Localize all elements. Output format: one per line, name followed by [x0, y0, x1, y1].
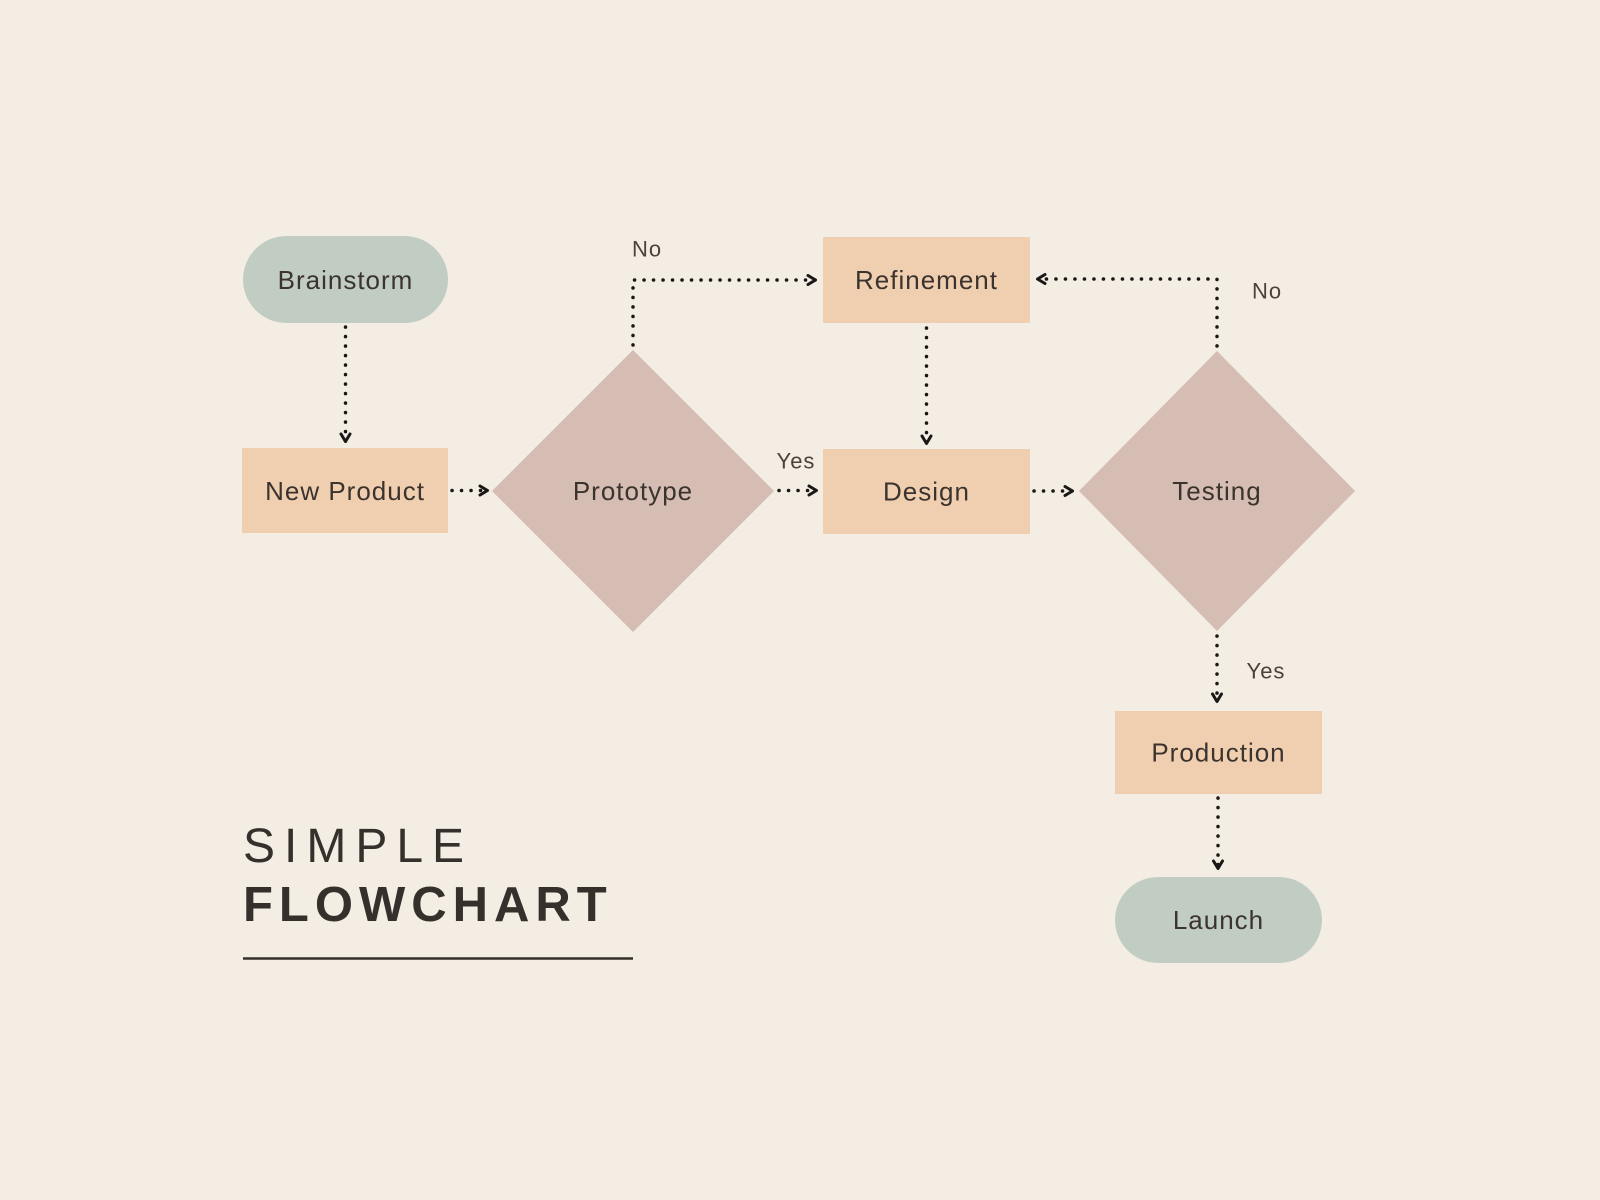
node-new-product-shape [242, 448, 448, 533]
edge-labels: No Yes No Yes [632, 237, 1286, 684]
edge-prototype-to-refinement-no [631, 274, 817, 347]
node-production-shape [1115, 711, 1322, 794]
nodes: Brainstorm New Product Prototype Refinem… [242, 236, 1355, 963]
node-refinement-shape [823, 237, 1030, 323]
node-new-product-label: New Product [265, 476, 425, 506]
node-refinement-label: Refinement [855, 265, 998, 295]
node-launch-shape [1115, 877, 1322, 963]
node-refinement: Refinement [823, 237, 1030, 323]
node-production-label: Production [1151, 738, 1285, 768]
edge-label-testing-no: No [1252, 279, 1282, 304]
edge-label-prototype-no: No [632, 237, 662, 262]
edge-label-testing-yes: Yes [1247, 659, 1286, 684]
node-prototype: Prototype [492, 350, 774, 632]
node-production: Production [1115, 711, 1322, 794]
title-line1: SIMPLE [243, 820, 473, 873]
edge-testing-to-refinement-no [1036, 273, 1219, 348]
node-testing-shape [1079, 351, 1355, 631]
edges [339, 273, 1224, 870]
node-design-shape [823, 449, 1030, 534]
edge-label-prototype-yes: Yes [777, 449, 816, 474]
node-new-product: New Product [242, 448, 448, 533]
title-block: SIMPLE FLOWCHART [243, 820, 633, 960]
node-prototype-shape [492, 350, 774, 632]
title-line2: FLOWCHART [243, 878, 613, 932]
node-brainstorm-label: Brainstorm [278, 265, 414, 295]
node-launch: Launch [1115, 877, 1322, 963]
node-design: Design [823, 449, 1030, 534]
node-launch-label: Launch [1173, 905, 1264, 935]
node-testing: Testing [1079, 351, 1355, 631]
node-brainstorm-shape [243, 236, 448, 323]
node-brainstorm: Brainstorm [243, 236, 448, 323]
node-testing-label: Testing [1172, 476, 1261, 506]
node-design-label: Design [883, 477, 970, 507]
node-prototype-label: Prototype [573, 476, 693, 506]
